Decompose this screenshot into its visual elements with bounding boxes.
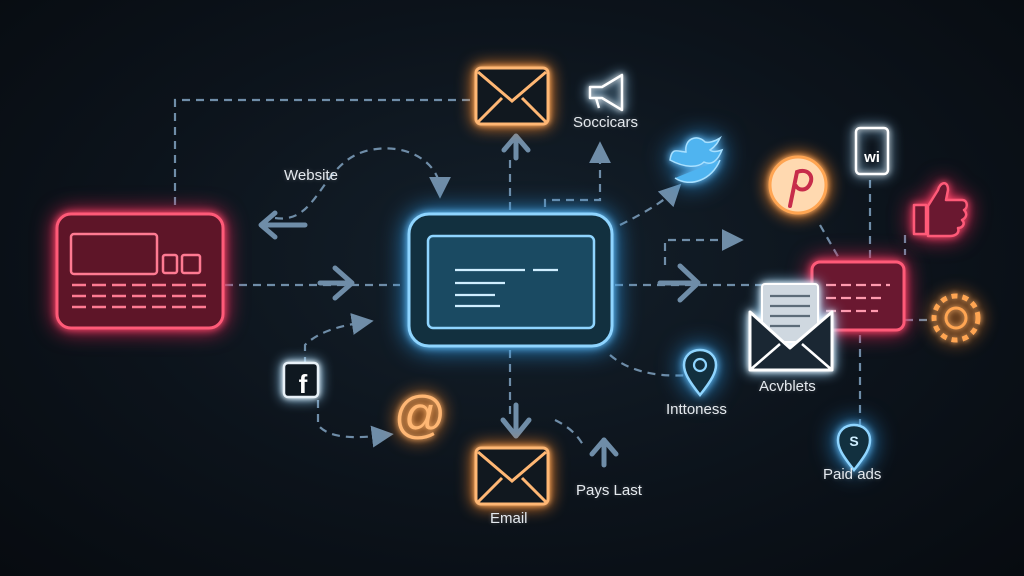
mobile-icon-text: wi	[863, 149, 880, 166]
dollar-pin-icon	[836, 423, 872, 473]
label-pays-last: Pays Last	[576, 482, 642, 499]
flow-arrow-down-bottom	[500, 402, 532, 439]
flow-arrow-up-top	[501, 133, 531, 161]
website-node	[55, 212, 225, 330]
label-paid-ads: Paid ads	[823, 466, 882, 483]
connectors	[173, 98, 930, 449]
flow-arrow-left	[258, 210, 308, 240]
facebook-icon	[282, 361, 320, 399]
envelope-icon-bottom	[474, 446, 550, 506]
dollar-pin-glyph: S	[849, 433, 858, 449]
central-hub-node	[407, 212, 614, 348]
mobile-icon	[854, 126, 890, 176]
thumbs-up-icon	[912, 182, 968, 238]
twitter-icon	[669, 135, 724, 183]
label-socials: Soccicars	[573, 114, 639, 131]
label-activities: Acvblets	[759, 378, 816, 395]
pinterest-icon	[768, 155, 828, 215]
megaphone-icon	[588, 73, 624, 112]
newsletter-envelope-icon	[748, 283, 834, 372]
flow-arrow-up-bottom	[589, 437, 619, 468]
facebook-icon-glyph: f	[299, 369, 308, 399]
envelope-icon-top	[474, 66, 550, 126]
location-pin-icon	[682, 348, 718, 398]
settings-cog-icon	[931, 293, 981, 343]
flow-arrow-right-2	[657, 263, 701, 303]
flow-arrow-right-1	[317, 265, 355, 301]
label-website: Website	[284, 167, 338, 184]
at-sign-icon: @	[394, 386, 447, 444]
label-email: Email	[490, 510, 528, 527]
label-interests: Inttoness	[666, 401, 727, 418]
